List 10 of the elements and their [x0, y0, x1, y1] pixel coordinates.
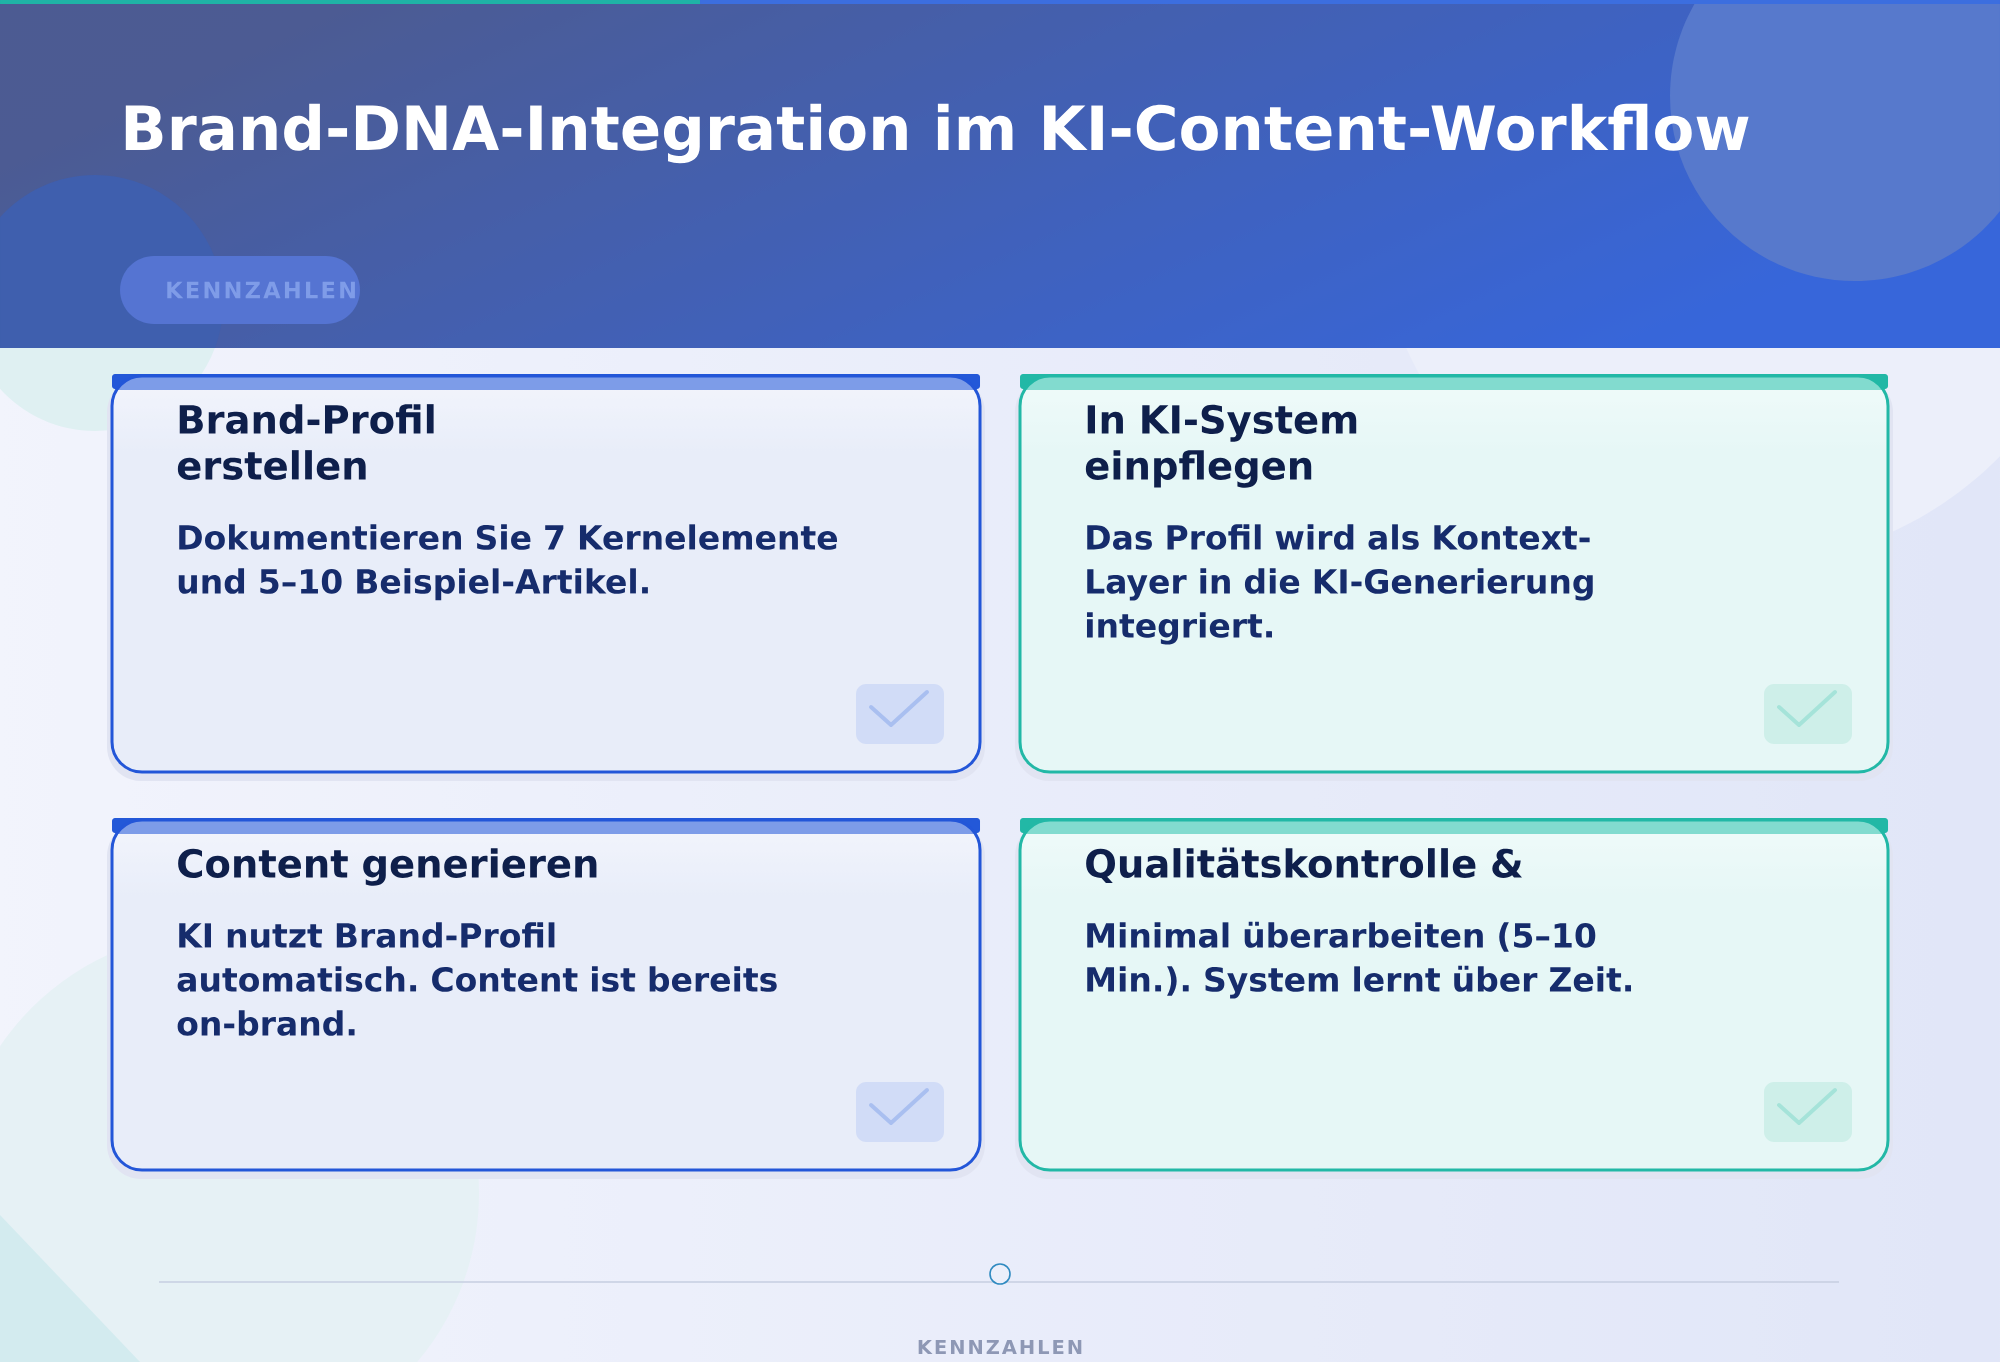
- card-title: Content generieren: [178, 848, 597, 886]
- card-title: Qualitätskontrolle &: [1086, 847, 1522, 883]
- card-text: Minimal überarbeiten (5–10 Min.). System lernt über Zeit.: [1087, 921, 1631, 999]
- title: Brand-DNA-Integration im KI-Content-Workflow: [125, 103, 1749, 164]
- card-title: Brand-Profil erstellen: [177, 404, 434, 480]
- card-title: In KI-System einpflegen: [1085, 404, 1357, 488]
- card-text: Dokumentieren Sie 7 Kernelemente und 5–10 Beispiel-Artikel.: [178, 524, 837, 601]
- footer-label: KENNZAHLEN: [918, 1339, 1082, 1355]
- card-text: KI nutzt Brand-Profil automatisch. Content ist bereits on-brand.: [177, 922, 777, 1036]
- card-text: Das Profil wird als Kontext-Layer in die KI-Generierung integriert.: [1087, 524, 1593, 645]
